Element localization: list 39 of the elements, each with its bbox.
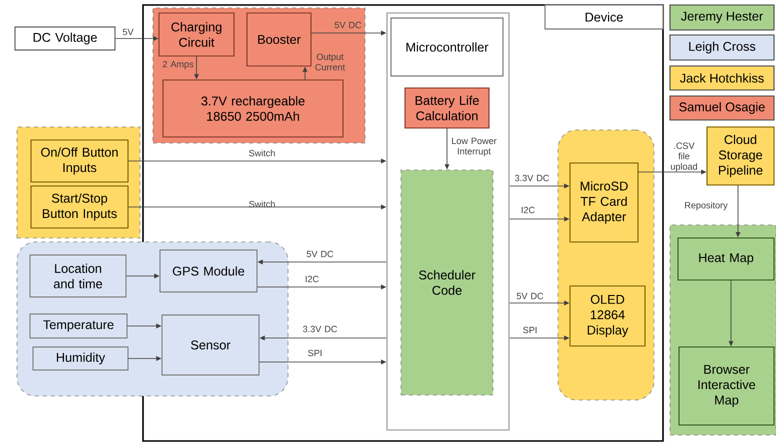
edge-label: SPI	[308, 350, 322, 356]
process-box: Battery Life Calculation	[404, 87, 490, 129]
input-box: DC Voltage	[14, 26, 116, 50]
edge-label: I2C	[306, 276, 319, 282]
legend-item: Samuel Osagie	[669, 95, 775, 121]
edge-label: 5V DC	[516, 292, 544, 300]
process-box: Booster	[246, 12, 312, 67]
edge-label: 5V DC	[306, 250, 334, 258]
input-box: On/Off Button Inputs	[30, 139, 129, 183]
edge-label: 5V DC	[334, 22, 362, 28]
process-box: Heat Map	[677, 237, 775, 281]
edge-label: Repository	[685, 202, 728, 210]
display-box: OLED 12864 Display	[569, 285, 646, 347]
process-box: Cloud Storage Pipeline	[706, 126, 775, 186]
module-box: MicroSD TF Card Adapter	[569, 162, 639, 243]
battery-box: 3.7V rechargeable 18650 2500mAh	[162, 79, 344, 138]
edge-label: 2 Amps	[162, 60, 194, 70]
edge-label: 5V	[122, 28, 134, 36]
input-box: Location and time	[30, 254, 126, 298]
module-box: GPS Module	[160, 250, 258, 292]
input-box: Temperature	[30, 314, 128, 338]
process-box: Scheduler Code	[400, 170, 494, 396]
input-box: Humidity	[32, 346, 128, 370]
edge-label: I2C	[522, 206, 535, 214]
edge-label: Switch	[249, 150, 275, 156]
edge-label: Low Power Interrupt	[452, 138, 497, 156]
edge-label: SPI	[523, 326, 536, 334]
edge-label: 3.3V DC	[302, 326, 338, 332]
legend-item: Leigh Cross	[669, 34, 775, 61]
edge-label: Output Current	[315, 54, 346, 70]
edge-label: .CSV file upload	[670, 142, 698, 172]
legend-item: Jeremy Hester	[669, 4, 775, 31]
process-box: Browser Interactive Map	[678, 346, 775, 426]
process-box: Charging Circuit	[158, 12, 235, 57]
edge-label: Switch	[249, 200, 275, 208]
edge-label: 3.3V DC	[514, 174, 550, 182]
sensor-box: Sensor	[162, 314, 260, 376]
legend-item: Jack Hotchkiss	[669, 65, 775, 91]
input-box: Start/Stop Button Inputs	[30, 185, 129, 229]
